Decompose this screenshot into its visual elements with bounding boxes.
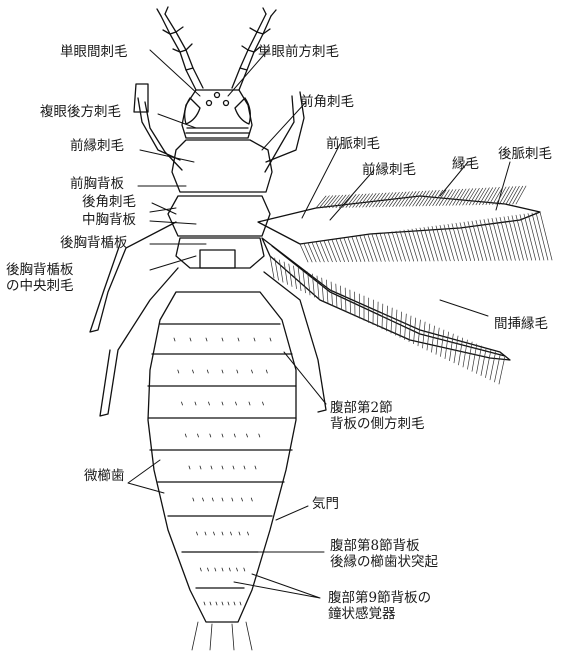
hindleg-left (100, 268, 178, 416)
label-tergite9-campaniform: 腹部第9節背板の 鐘状感覚器 (328, 590, 431, 622)
label-microtrichia: 微櫛歯 (84, 468, 125, 484)
foreleg-right (265, 92, 304, 172)
label-mesonotum: 中胸背板 (82, 212, 136, 228)
hindleg-right (264, 272, 326, 412)
label-posterior-vein-setae: 後脈刺毛 (498, 146, 552, 162)
label-tergite2-lateral-setae: 腹部第2節 背板の側方刺毛 (330, 400, 425, 432)
metanotum (176, 238, 264, 268)
head (182, 90, 252, 138)
label-anteromarginal-setae: 前縁刺毛 (70, 138, 124, 154)
label-forewing-first-vein-setae: 前脈刺毛 (326, 136, 380, 152)
label-anteroangular-setae: 前角刺毛 (300, 94, 354, 110)
label-forewing-costal-setae: 前縁刺毛 (362, 162, 416, 178)
pronotum (172, 140, 272, 192)
label-metascutellum-median-setae: 後胸背楯板 の中央刺毛 (6, 262, 74, 294)
label-ocellar-interocellar-setae: 単眼間刺毛 (60, 44, 128, 60)
label-ocellar-anterior-setae: 単眼前方刺毛 (258, 44, 339, 60)
fringe-cilia (270, 186, 552, 384)
label-interpolated-fringe: 間挿縁毛 (494, 316, 548, 332)
abdominal-setae (174, 338, 271, 650)
label-pronotum: 前胸背板 (70, 176, 124, 192)
abdomen (148, 292, 296, 622)
compound-eye-left (185, 98, 200, 124)
label-fringe-cilia: 縁毛 (452, 156, 479, 172)
label-posteroangular-setae: 後角刺毛 (82, 194, 136, 210)
mesonotum (168, 196, 270, 236)
label-tergite8-comb: 腹部第8節背板 後縁の櫛歯状突起 (330, 538, 438, 570)
label-spiracle: 気門 (312, 496, 339, 512)
compound-eye-right (235, 98, 250, 124)
foreleg-left (134, 84, 182, 170)
label-metascutellum: 後胸背楯板 (60, 235, 128, 251)
label-postocular-setae: 複眼後方刺毛 (40, 104, 121, 120)
